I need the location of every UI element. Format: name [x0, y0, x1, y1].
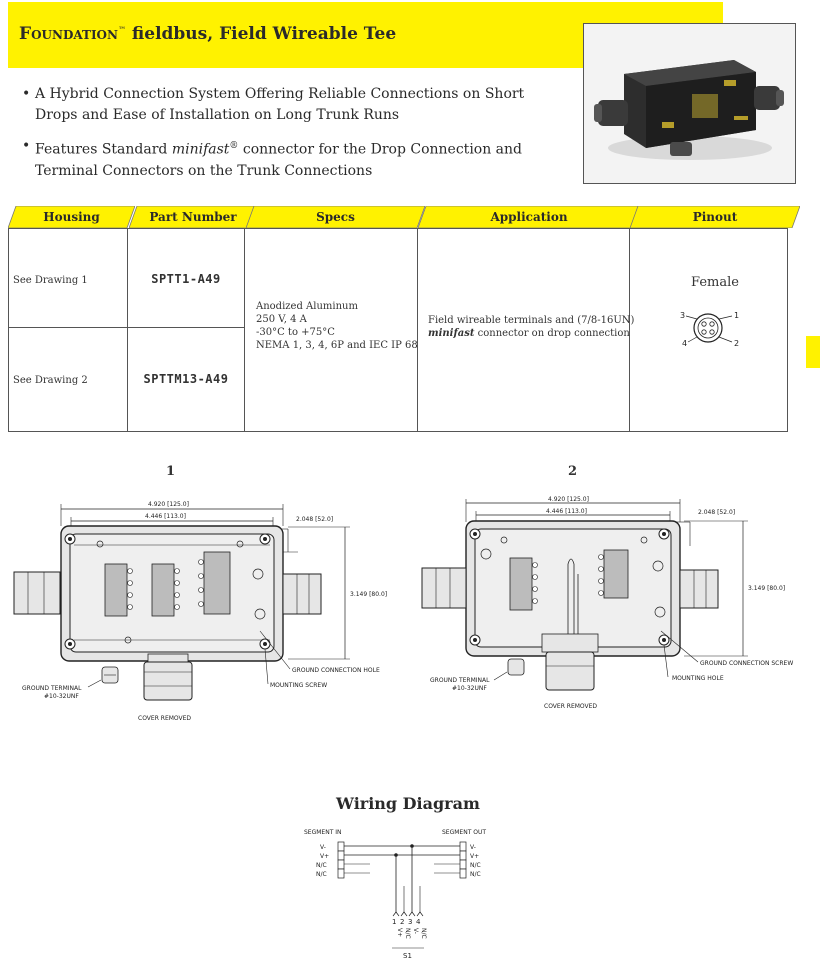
svg-text:N/C: N/C — [316, 871, 327, 878]
svg-text:2: 2 — [734, 339, 739, 348]
svg-text:V-: V- — [412, 928, 419, 934]
column-header-housing: Housing — [8, 206, 135, 228]
housing-cell: See Drawing 2 — [13, 375, 88, 386]
svg-text:GROUND CONNECTION HOLE: GROUND CONNECTION HOLE — [292, 667, 380, 674]
svg-text:3: 3 — [408, 918, 412, 926]
svg-text:V+: V+ — [320, 853, 329, 860]
spec-table: Housing Part Number Specs Application Pi… — [8, 206, 800, 432]
page-title: Foundation™ fieldbus, Field Wireable Tee — [19, 24, 397, 44]
svg-text:2.048 [52.0]: 2.048 [52.0] — [698, 509, 735, 516]
svg-text:2: 2 — [400, 918, 404, 926]
column-header-specs: Specs — [246, 206, 425, 228]
svg-text:N/C: N/C — [420, 928, 427, 939]
svg-text:GROUND CONNECTION SCREW: GROUND CONNECTION SCREW — [700, 660, 793, 667]
pinout-label: Female — [691, 275, 739, 290]
column-header-part-number: Part Number — [129, 206, 257, 228]
svg-text:MOUNTING HOLE: MOUNTING HOLE — [672, 675, 724, 682]
svg-text:2.048 [52.0]: 2.048 [52.0] — [296, 516, 333, 523]
svg-text:GROUND TERMINAL: GROUND TERMINAL — [430, 677, 490, 684]
drawing-1: 4.920 [125.0] 4.446 [113.0] 2.048 [52.0]… — [13, 501, 387, 722]
part-number-cell: SPTTM13-A49 — [143, 372, 229, 386]
feature-item: A Hybrid Connection System Offering Reli… — [22, 84, 562, 126]
svg-text:3: 3 — [680, 311, 685, 320]
product-photo — [583, 23, 796, 184]
svg-text:N/C: N/C — [470, 862, 481, 869]
female-connector-icon: 1 2 3 4 — [680, 311, 739, 348]
svg-text:4.920 [125.0]: 4.920 [125.0] — [148, 501, 189, 508]
feature-item: Features Standard minifast® connector fo… — [22, 136, 562, 182]
housing-cell: See Drawing 1 — [13, 275, 88, 286]
svg-text:V+: V+ — [396, 928, 403, 937]
svg-text:MOUNTING SCREW: MOUNTING SCREW — [270, 682, 327, 689]
svg-text:SEGMENT OUT: SEGMENT OUT — [442, 829, 486, 836]
svg-text:#10-32UNF: #10-32UNF — [44, 693, 79, 700]
svg-text:4: 4 — [416, 918, 421, 926]
drawing-2: 4.920 [125.0] 4.446 [113.0] 2.048 [52.0]… — [421, 496, 793, 710]
svg-text:V-: V- — [320, 844, 326, 851]
svg-text:1: 1 — [734, 311, 739, 320]
specs-cell: Anodized Aluminum 250 V, 4 A -30°C to +7… — [256, 301, 418, 351]
svg-text:4.446 [113.0]: 4.446 [113.0] — [546, 508, 587, 515]
feature-list: A Hybrid Connection System Offering Reli… — [22, 84, 562, 192]
table-body — [8, 228, 788, 432]
wiring-diagram: SEGMENT IN SEGMENT OUT V- V+ N/C N/C V- … — [304, 829, 486, 960]
svg-text:4.446 [113.0]: 4.446 [113.0] — [145, 513, 186, 520]
application-cell: Field wireable terminals and (7/8-16UN) … — [428, 315, 635, 339]
svg-text:S1: S1 — [403, 952, 412, 960]
svg-text:N/C: N/C — [404, 928, 411, 939]
wiring-diagram-title: Wiring Diagram — [336, 794, 480, 813]
section-tab-marker — [806, 336, 820, 368]
part-number-cell: SPTT1-A49 — [151, 272, 221, 286]
svg-text:3.149 [80.0]: 3.149 [80.0] — [748, 585, 785, 592]
svg-text:4.920 [125.0]: 4.920 [125.0] — [548, 496, 589, 503]
svg-text:3.149 [80.0]: 3.149 [80.0] — [350, 591, 387, 598]
drawing-1-number: 1 — [166, 464, 176, 479]
svg-text:V-: V- — [470, 844, 476, 851]
drawing-2-number: 2 — [568, 464, 578, 479]
svg-text:#10-32UNF: #10-32UNF — [452, 685, 487, 692]
svg-text:COVER REMOVED: COVER REMOVED — [544, 703, 597, 710]
svg-text:1: 1 — [392, 918, 396, 926]
column-header-pinout: Pinout — [630, 206, 800, 228]
svg-text:SEGMENT IN: SEGMENT IN — [304, 829, 342, 836]
product-photo-image — [584, 24, 795, 183]
svg-text:4: 4 — [682, 339, 687, 348]
svg-text:GROUND TERMINAL: GROUND TERMINAL — [22, 685, 82, 692]
svg-text:N/C: N/C — [470, 871, 481, 878]
svg-text:N/C: N/C — [316, 862, 327, 869]
svg-text:V+: V+ — [470, 853, 479, 860]
column-header-application: Application — [418, 206, 640, 228]
svg-text:COVER REMOVED: COVER REMOVED — [138, 715, 191, 722]
